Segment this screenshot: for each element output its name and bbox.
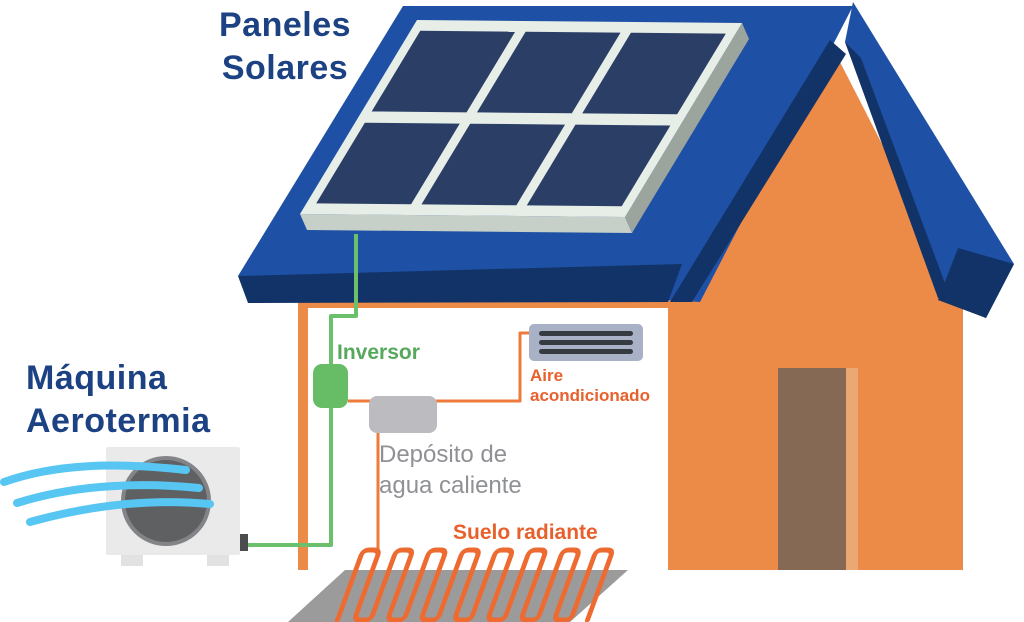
hot-water-tank-label-line2: agua caliente — [379, 472, 522, 499]
wire-inverter-to-machine — [246, 406, 333, 547]
roof-right-rake-tip-shadow — [938, 248, 1014, 318]
solar-panels-label-line2: Solares — [221, 49, 349, 87]
radiant-floor-pipe — [334, 547, 615, 622]
wind-waves-icon — [0, 461, 214, 526]
door — [778, 368, 846, 570]
hot-water-tank-label: Depósito de agua caliente — [379, 439, 522, 501]
aerothermal-machine — [0, 447, 248, 566]
house-gable — [684, 62, 963, 302]
panel-cell — [526, 124, 671, 207]
roof-gable-edge-shadow — [670, 40, 846, 302]
radiant-floor-label: Suelo radiante — [453, 521, 598, 544]
air-conditioner — [529, 324, 643, 361]
panel-cell — [476, 31, 621, 114]
wire-panel-to-inverter — [329, 234, 358, 366]
hot-water-tank — [369, 396, 437, 433]
solar-panels-label: Paneles Solares — [170, 4, 400, 90]
roof-eave-shadow — [238, 264, 682, 303]
ac-vent-bar — [539, 349, 633, 354]
ac-vent-bar — [539, 331, 633, 336]
panel-cell — [582, 32, 726, 115]
wind-wave — [0, 461, 190, 486]
air-conditioning-label-line2: acondicionado — [530, 386, 650, 405]
roof-right-rake — [845, 2, 1014, 318]
wind-wave — [26, 498, 214, 526]
inverter-label: Inversor — [337, 341, 420, 364]
panel-cell — [371, 30, 516, 113]
wind-wave — [13, 481, 203, 507]
radiant-floor-group — [334, 547, 615, 622]
aerothermal-machine-label-line2: Aerotermia — [26, 402, 211, 440]
aerothermal-machine-label: Máquina Aerotermia — [26, 357, 211, 443]
panel-top-face — [300, 20, 742, 217]
roof-right-rake-inner-shadow — [845, 42, 952, 302]
air-conditioning-label: Aire acondicionado — [530, 366, 650, 406]
aerothermal-machine-label-line1: Máquina — [26, 359, 168, 397]
machine-connector — [238, 534, 248, 551]
ac-vent-bar — [539, 340, 633, 345]
air-conditioning-label-line1: Aire — [530, 366, 564, 385]
panel-side-bottom — [300, 214, 632, 233]
inverter — [313, 364, 348, 408]
solar-panel — [300, 20, 749, 233]
door-edge-highlight — [846, 368, 858, 570]
panel-cell — [316, 122, 460, 205]
hot-water-tank-label-line1: Depósito de — [379, 441, 508, 468]
panel-cell — [421, 123, 566, 206]
solar-panels-label-line1: Paneles — [218, 6, 352, 44]
panel-side-right — [625, 23, 749, 233]
